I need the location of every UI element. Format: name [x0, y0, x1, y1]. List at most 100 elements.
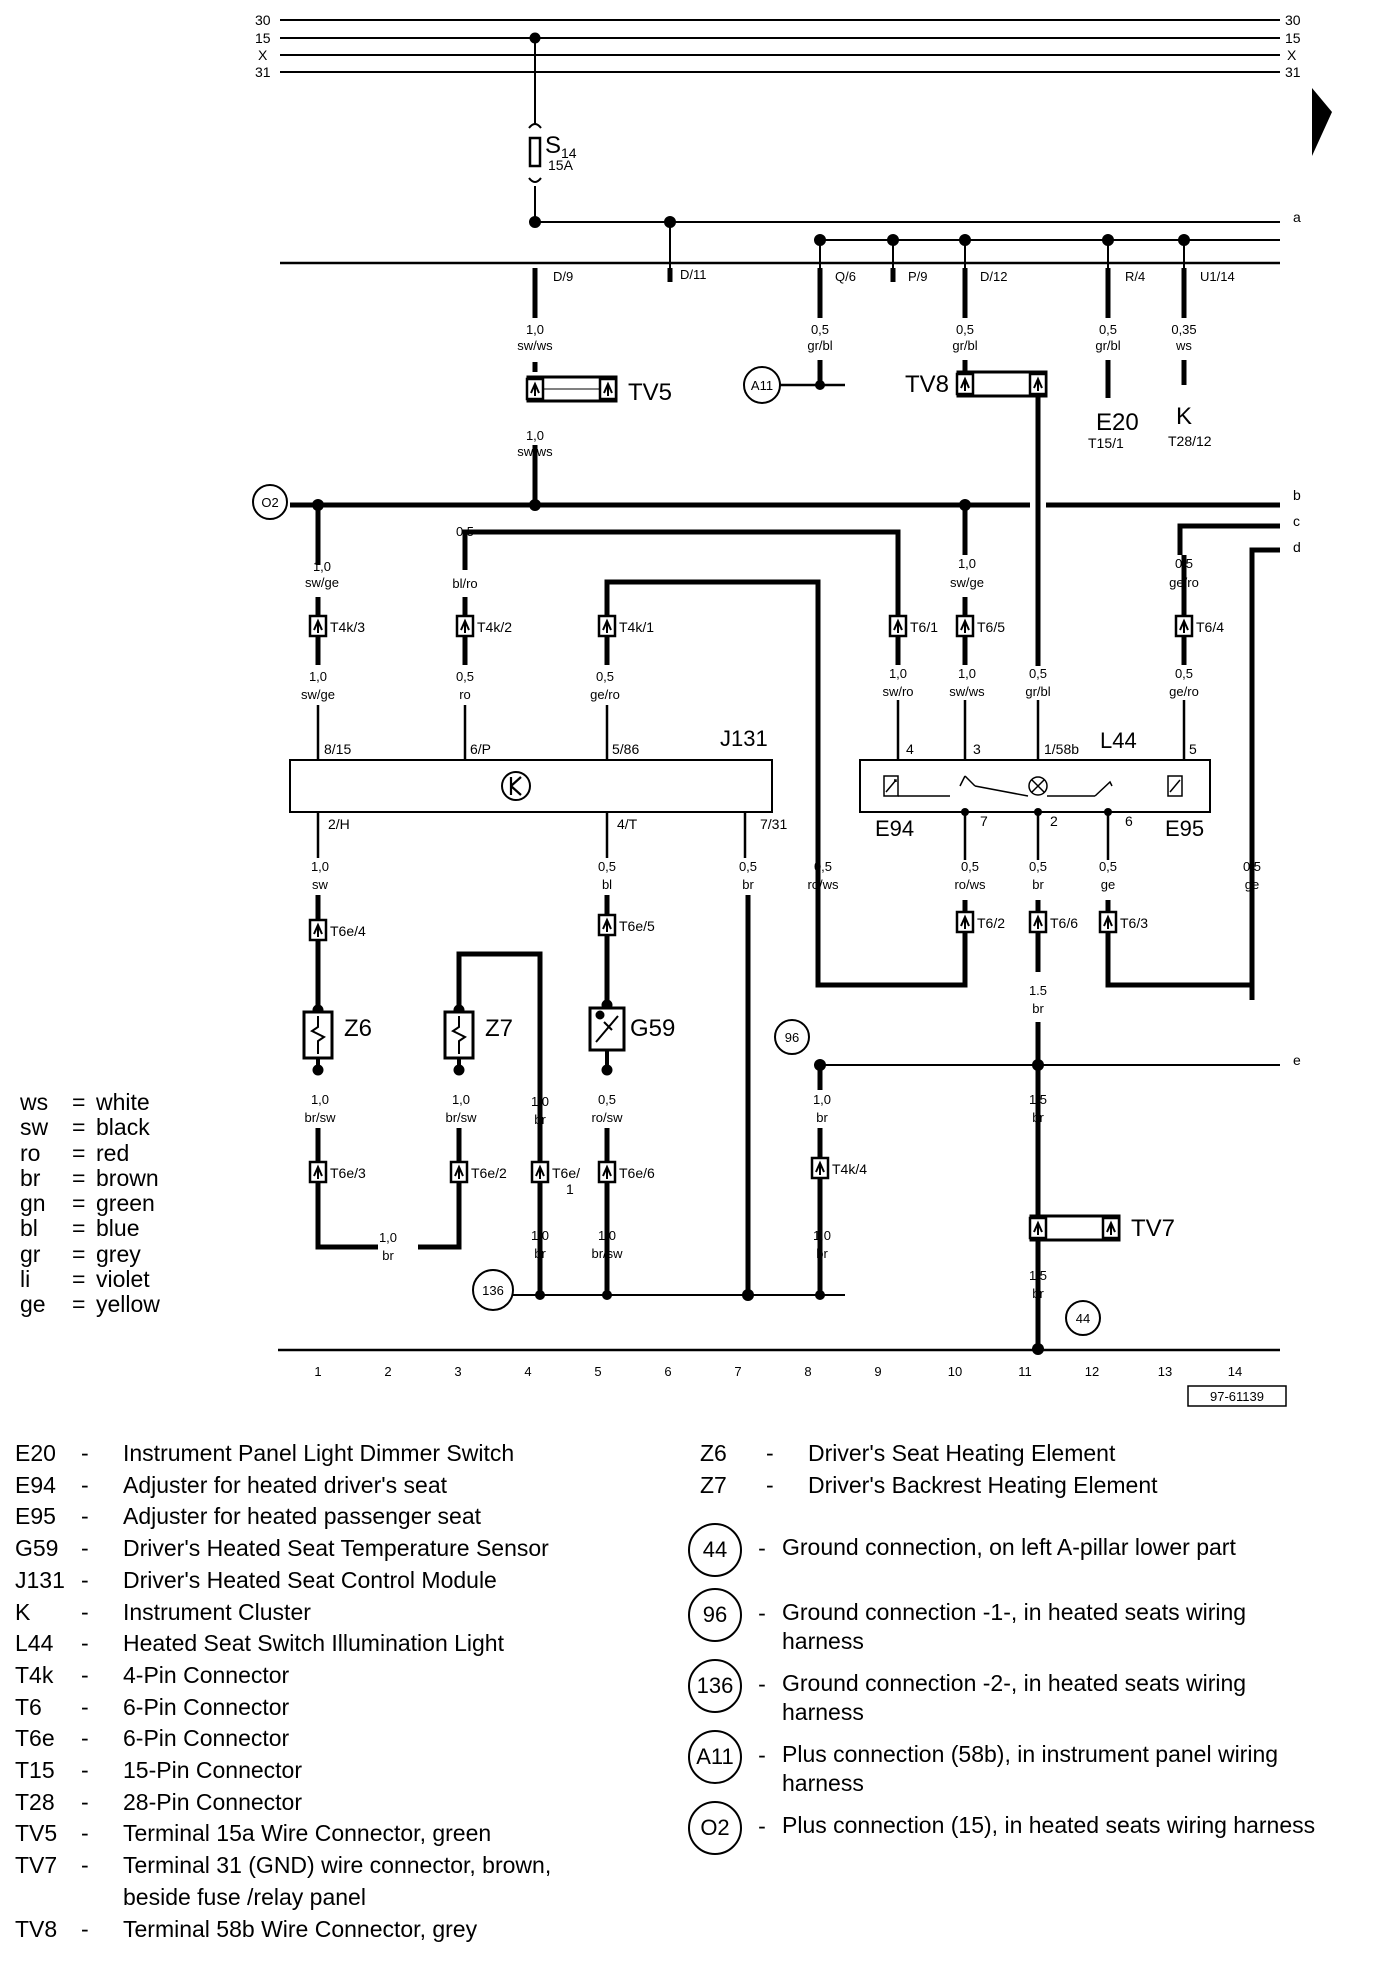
wire-d9-size: 1,0 [526, 322, 544, 337]
wire-l7-color: ro/ws [954, 877, 986, 892]
z6-label: Z6 [344, 1015, 372, 1042]
wire-t65b-color: sw/ws [949, 684, 985, 699]
part-description: Instrument Panel Light Dimmer Switch [123, 1440, 515, 1466]
color-name: black [96, 1114, 150, 1141]
color-legend-item: ws=white [20, 1089, 160, 1115]
color-legend-item: bl=blue [20, 1215, 160, 1242]
svg-text:3: 3 [454, 1364, 461, 1379]
j131-pin-586: 5/86 [612, 741, 639, 757]
wire-u114-color: ws [1175, 338, 1192, 353]
wire-c4-size: 1,0 [531, 1094, 549, 1109]
part-code: L44 [15, 1630, 54, 1657]
equals-sign: = [72, 1089, 86, 1115]
tv5-connector [525, 375, 618, 403]
wire-d9-color: sw/ws [517, 338, 553, 353]
conn-t61: T6/1 [910, 619, 938, 635]
wire-br15c-size: 1.5 [1029, 1268, 1047, 1283]
wire-q6-color: gr/bl [807, 338, 832, 353]
part-description: Adjuster for heated driver's seat [123, 1471, 447, 1498]
wire-tv5-out-size: 1,0 [526, 428, 544, 443]
part-item: G59-Driver's Heated Seat Temperature Sen… [15, 1533, 615, 1565]
wire-grbl2-size: 0,5 [1029, 666, 1047, 681]
part-description: Terminal 58b Wire Connector, grey [123, 1915, 478, 1942]
ground-connection-item: 44-Ground connection, on left A-pillar l… [688, 1523, 1330, 1577]
part-description: 6-Pin Connector [123, 1725, 290, 1752]
color-name: red [96, 1139, 130, 1166]
svg-text:8: 8 [804, 1364, 811, 1379]
part-code: T15 [15, 1757, 55, 1784]
bus-label-x-right: X [1287, 47, 1297, 63]
wire-z6b-color: br/sw [304, 1110, 336, 1125]
j131-pin-2h: 2/H [328, 816, 350, 832]
svg-text:1: 1 [314, 1364, 321, 1379]
wire-br15a-size: 1.5 [1029, 983, 1047, 998]
color-code: sw [20, 1114, 49, 1141]
j131-pin-6p: 6/P [470, 741, 491, 757]
l44-pin-4: 4 [906, 741, 914, 757]
conn-t6e1-sub: 1 [566, 1181, 574, 1197]
wire-z7b-color: br/sw [445, 1110, 477, 1125]
part-code: TV7 [15, 1852, 58, 1879]
wire-r4-size: 0,5 [1099, 322, 1117, 337]
wire-c8b-color: br [816, 1246, 828, 1261]
ground-connection-item: O2-Plus connection (15), in heated seats… [688, 1801, 1330, 1855]
ground-circle-icon: 136 [688, 1659, 742, 1713]
separator-dash: - [81, 1630, 89, 1657]
svg-text:6: 6 [664, 1364, 671, 1379]
separator-dash: - [81, 1820, 89, 1847]
wire-q6-size: 0,5 [811, 322, 829, 337]
color-legend-item: ro=red [20, 1139, 160, 1166]
wire-c1-color: sw/ge [305, 575, 339, 590]
j131-label: J131 [720, 726, 768, 751]
part-description: 28-Pin Connector [123, 1788, 302, 1815]
separator-dash: - [81, 1915, 89, 1942]
part-description: Adjuster for heated passenger seat [123, 1503, 482, 1530]
ground-connection-list: 44-Ground connection, on left A-pillar l… [688, 1523, 1330, 1858]
ground-connection-item: A11-Plus connection (58b), in instrument… [688, 1730, 1330, 1798]
part-code: J131 [15, 1566, 65, 1593]
part-item: TV5-Terminal 15a Wire Connector, green [15, 1818, 615, 1850]
pin-label-u114: U1/14 [1200, 269, 1235, 284]
separator-dash: - [81, 1757, 89, 1784]
part-code: TV8 [15, 1915, 58, 1942]
part-description: Driver's Heated Seat Temperature Sensor [123, 1535, 549, 1562]
part-code: E94 [15, 1471, 56, 1498]
equals-sign: = [72, 1114, 86, 1141]
color-name: white [96, 1089, 150, 1115]
part-code: Z6 [700, 1440, 727, 1466]
ground-description: Plus connection (58b), in instrument pan… [782, 1741, 1279, 1796]
fuse-rating: 15A [548, 157, 574, 173]
wire-c5b-size: 1,0 [598, 1228, 616, 1243]
part-code: K [15, 1598, 31, 1625]
ground-description: Ground connection -1-, in heated seats w… [782, 1599, 1247, 1654]
wire-r4-color: gr/bl [1095, 338, 1120, 353]
svg-text:4: 4 [524, 1364, 531, 1379]
separator-dash: - [758, 1535, 766, 1561]
equals-sign: = [72, 1190, 86, 1217]
svg-text:7: 7 [734, 1364, 741, 1379]
part-code: T6 [15, 1693, 42, 1720]
part-description: Terminal 15a Wire Connector, green [123, 1820, 492, 1847]
svg-text:12: 12 [1085, 1364, 1099, 1379]
color-code: br [20, 1164, 41, 1191]
ground-description: Ground connection -2-, in heated seats w… [782, 1670, 1247, 1725]
color-name: violet [96, 1266, 150, 1293]
parts-list-left: E20-Instrument Panel Light Dimmer Switch… [15, 1438, 615, 1945]
wire-t64b-color: ge/ro [1169, 684, 1199, 699]
color-code: bl [20, 1215, 38, 1242]
bus-label-15: 15 [255, 30, 271, 46]
tv7-label: TV7 [1131, 1215, 1175, 1242]
conn-t4k2: T4k/2 [477, 619, 512, 635]
part-code: E20 [15, 1440, 56, 1466]
separator-dash: - [758, 1671, 766, 1697]
equals-sign: = [72, 1164, 86, 1191]
wire-c2-color: bl/ro [452, 576, 477, 591]
bus-label-31-right: 31 [1285, 64, 1301, 80]
wire-l6-color: ge [1101, 877, 1115, 892]
separator-dash: - [758, 1813, 766, 1839]
line-a [529, 216, 1280, 275]
wire-rows-size: 0,5 [814, 859, 832, 874]
part-code: Z7 [700, 1471, 727, 1498]
separator-dash: - [81, 1471, 89, 1498]
